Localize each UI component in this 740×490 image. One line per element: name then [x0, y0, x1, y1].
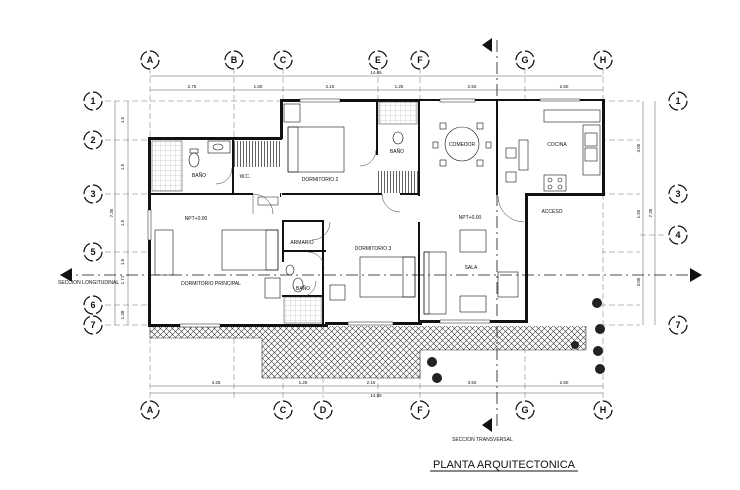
- dimension-bottom: 1.25: [299, 380, 308, 385]
- dimension-top: 2.50: [560, 84, 569, 89]
- section-arrow-top-icon: [482, 38, 492, 52]
- dimension-left: 1.5: [120, 116, 125, 123]
- level-mark: NPT+0.00: [185, 216, 208, 222]
- total-dimension-bottom: 14.65: [370, 393, 382, 398]
- section-lines: [60, 38, 702, 432]
- axis-label: F: [417, 405, 423, 415]
- axis-label: 3: [675, 189, 680, 199]
- room-label-bano2: BAÑO: [390, 148, 404, 155]
- axis-label: H: [600, 55, 607, 65]
- dimension-left: 1.5: [120, 163, 125, 170]
- room-label-sala: SALA: [465, 265, 478, 271]
- storage-hatch: [234, 141, 418, 206]
- room-labels: BAÑO W.C. DORMITORIO 2 BAÑO COMEDOR COCI…: [181, 142, 567, 292]
- room-label-cocina: COCINA: [547, 142, 567, 148]
- room-label-bano3: BAÑO: [296, 285, 310, 292]
- total-dimension-left: 7.35: [109, 208, 114, 217]
- room-label-dormitorio-principal: DORMITORIO PRINCIPAL: [181, 281, 241, 287]
- total-dimension-right: 7.35: [648, 208, 653, 217]
- trees: [427, 298, 605, 383]
- fixtures: [154, 103, 601, 315]
- room-label-dormitorio3: DORMITORIO 3: [355, 246, 392, 252]
- dimension-top: 1.25: [395, 84, 404, 89]
- axis-label: 4: [675, 230, 680, 240]
- level-mark: NPT+0.00: [459, 215, 482, 221]
- room-label-dormitorio2: DORMITORIO 2: [302, 177, 339, 183]
- axis-label: 1: [90, 96, 95, 106]
- axis-label: G: [521, 405, 528, 415]
- axis-label: 5: [90, 247, 95, 257]
- dimension-right: 3.05: [636, 143, 641, 152]
- dimension-right: 1.55: [636, 209, 641, 218]
- axis-label: H: [600, 405, 607, 415]
- axis-label: F: [417, 55, 423, 65]
- axis-label: D: [320, 405, 327, 415]
- room-label-comedor: COMEDOR: [449, 142, 476, 148]
- dimension-lines: [114, 75, 656, 394]
- axis-label: A: [147, 55, 154, 65]
- axis-markers-bottom: A C D F G H: [140, 400, 613, 420]
- dimension-left: 1.5: [120, 219, 125, 226]
- door-swings: [215, 149, 525, 298]
- axis-label: C: [280, 405, 287, 415]
- room-label-wc: W.C.: [240, 174, 251, 180]
- axis-label: 7: [675, 320, 680, 330]
- axis-label: G: [521, 55, 528, 65]
- axis-label: A: [147, 405, 154, 415]
- room-label-armario: ARMARIO: [290, 240, 313, 246]
- dimension-top: 1.60: [254, 84, 263, 89]
- dimension-top: 2.15: [326, 84, 335, 89]
- axis-label: 7: [90, 320, 95, 330]
- dimension-right: 3.05: [636, 277, 641, 286]
- total-dimension-top: 14.65: [370, 70, 382, 75]
- dimension-left: 1.6: [120, 258, 125, 265]
- axis-markers-left: 1 2 3 5 6 7: [83, 91, 103, 335]
- dimension-left: 1.38: [120, 310, 125, 319]
- section-arrow-bottom-icon: [482, 418, 492, 432]
- room-label-acceso: ACCESO: [541, 209, 562, 215]
- dimension-bottom: 4.25: [212, 380, 221, 385]
- dimension-top: 2.75: [188, 84, 197, 89]
- dimension-bottom: 2.50: [560, 380, 569, 385]
- axis-label: 6: [90, 300, 95, 310]
- axis-label: 1: [675, 96, 680, 106]
- section-transversal-label: SECCION TRANSVERSAL: [452, 437, 513, 443]
- dimension-top: 2.50: [468, 84, 477, 89]
- room-label-bano1: BAÑO: [192, 172, 206, 179]
- section-arrow-right-icon: [690, 268, 702, 282]
- bathroom-tiles: [151, 101, 418, 324]
- axis-markers-top: A B C E F G H: [140, 50, 613, 70]
- dimension-bottom: 3.50: [468, 380, 477, 385]
- section-longitudinal-label: SECCION LONGITUDINAL: [58, 280, 119, 286]
- dimension-bottom: 2.15: [367, 380, 376, 385]
- axis-label: 2: [90, 135, 95, 145]
- axis-label: 3: [90, 189, 95, 199]
- dimension-left: 1.71: [120, 275, 125, 284]
- axis-label: C: [280, 55, 287, 65]
- dimension-text: 14.65 2.75 1.60 2.15 1.25 2.50 2.50 4.25…: [109, 70, 653, 398]
- axis-label: B: [231, 55, 238, 65]
- plan-title: PLANTA ARQUITECTONICA: [433, 459, 576, 471]
- axis-label: E: [375, 55, 381, 65]
- windows: [147, 98, 581, 328]
- section-arrow-left-icon: [60, 268, 72, 282]
- axis-markers-right: 1 3 4 7: [668, 91, 688, 335]
